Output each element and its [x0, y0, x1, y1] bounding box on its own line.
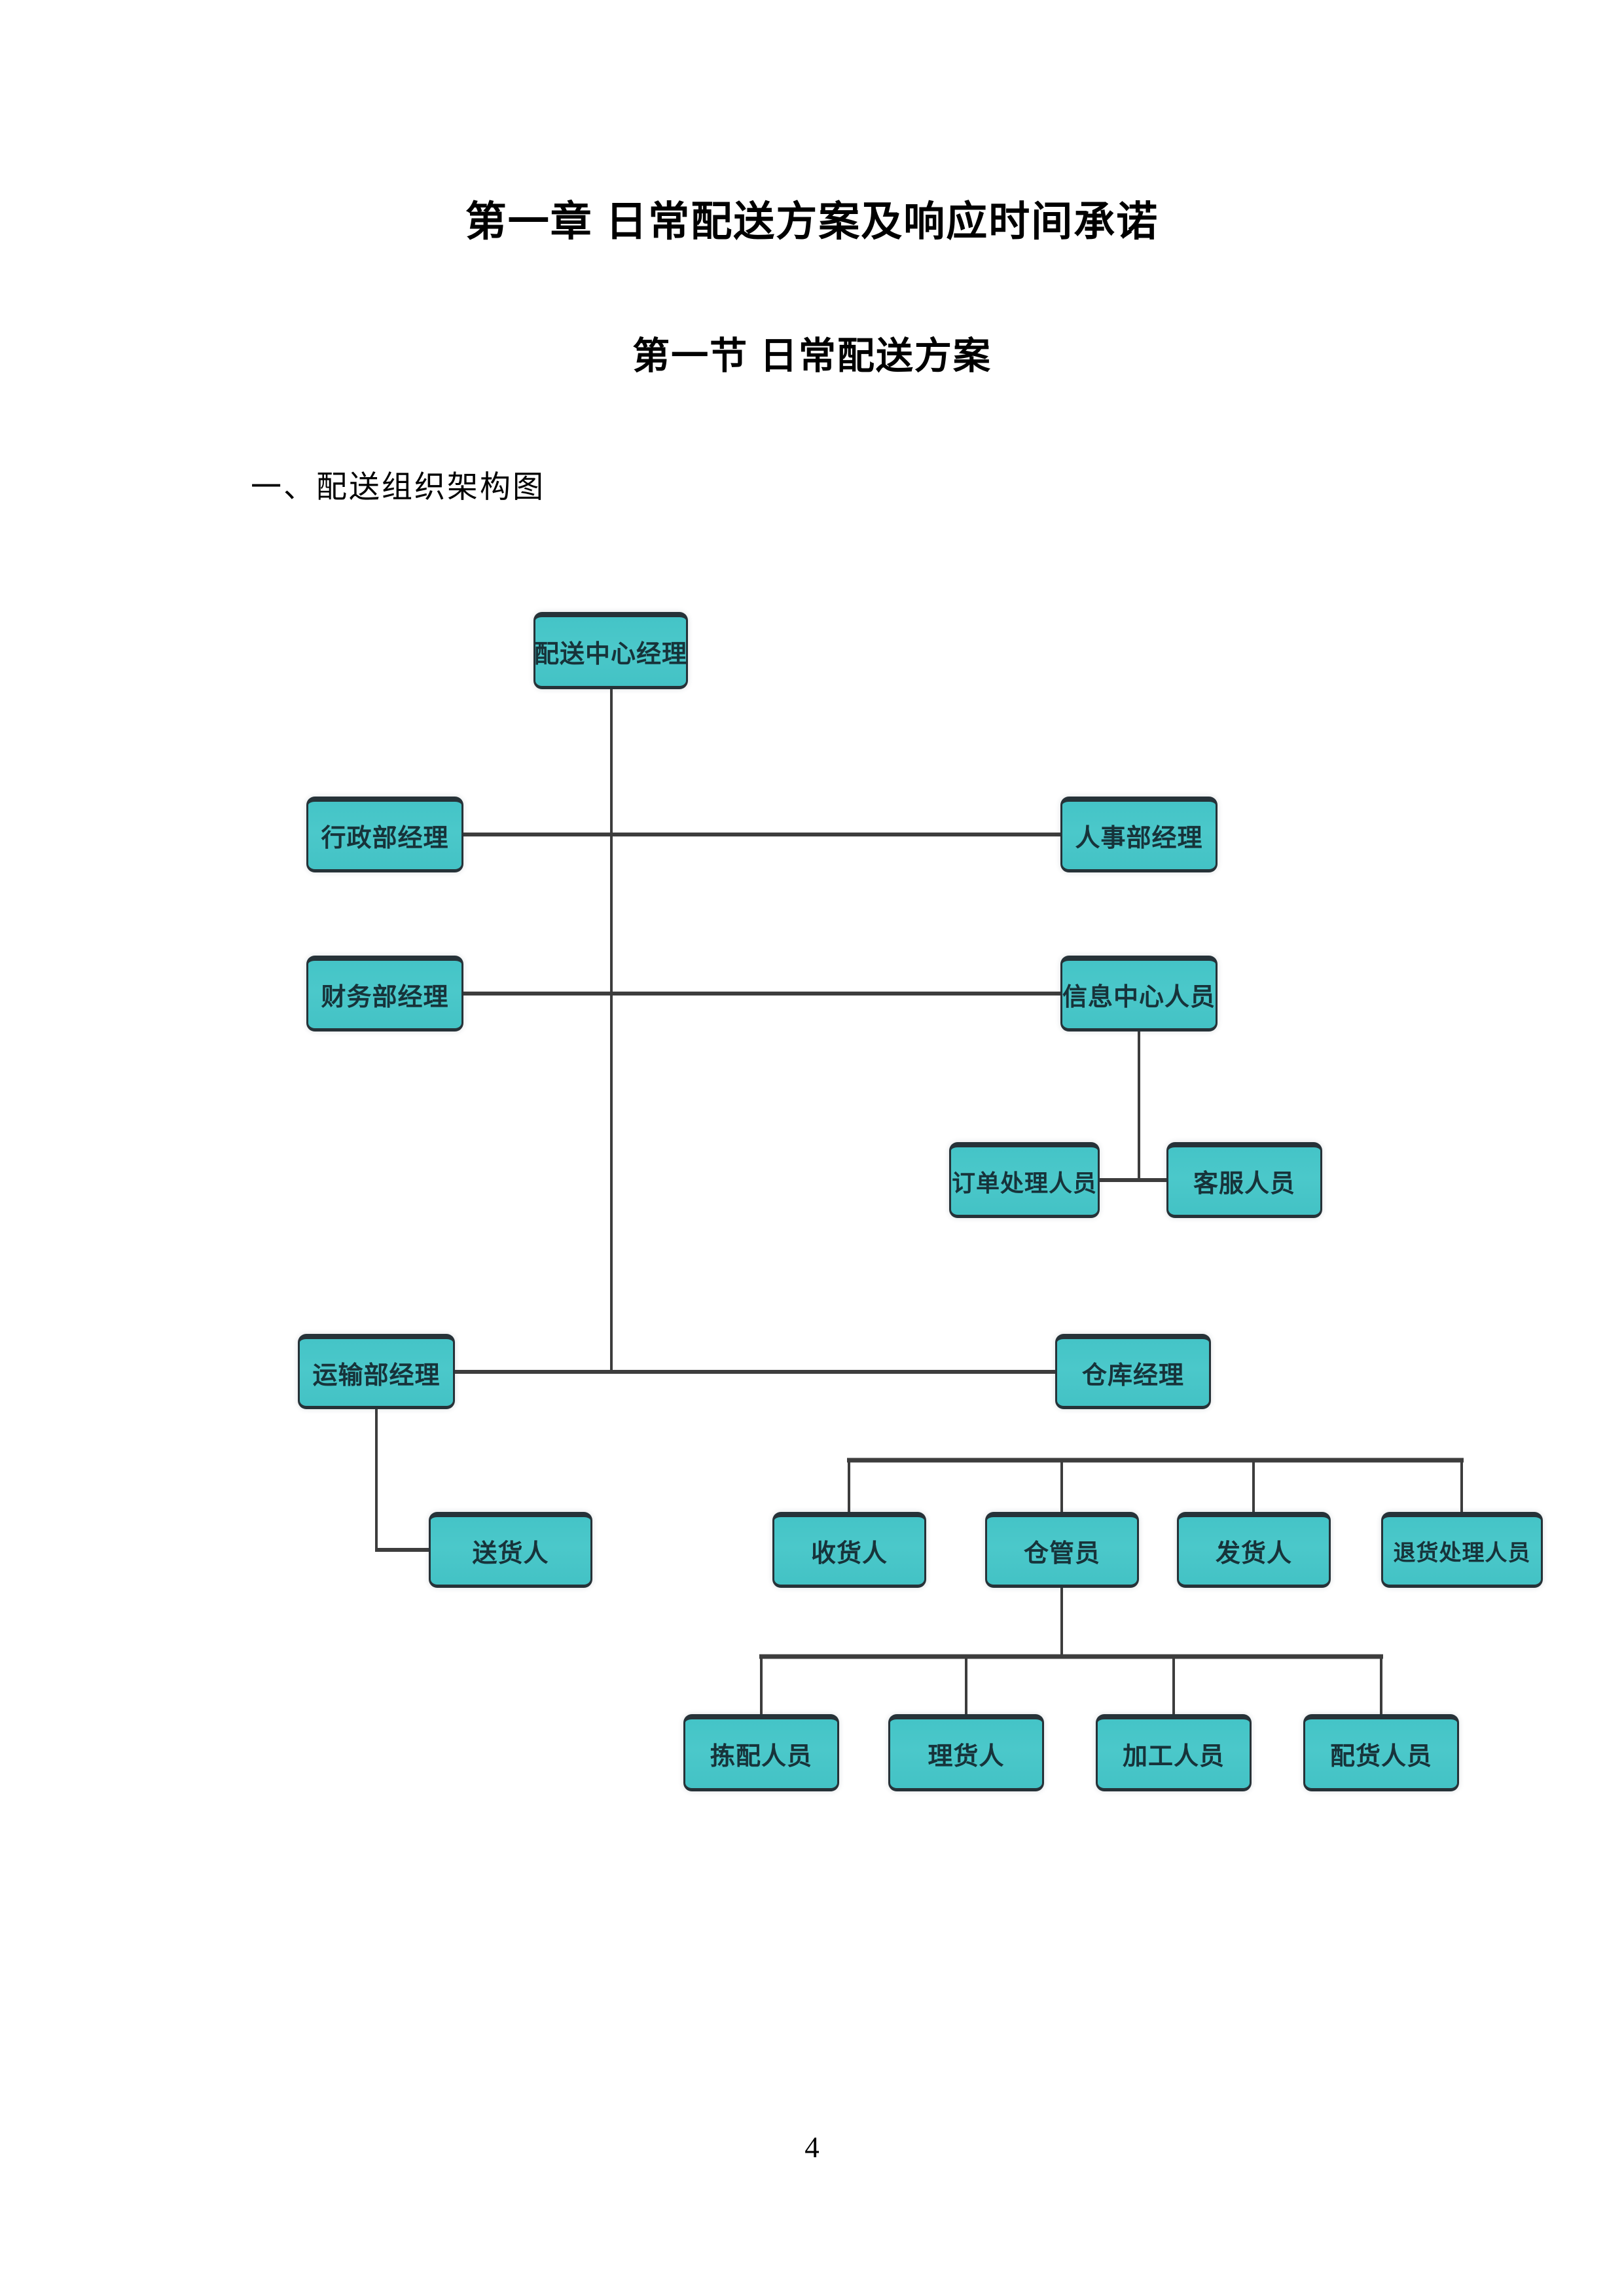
org-node-processing-staff: 加工人员 [1096, 1714, 1252, 1791]
org-node-label: 订单处理人员 [951, 1169, 1097, 1196]
org-node-tally-clerk: 理货人 [888, 1714, 1044, 1791]
connector-lines [375, 687, 1464, 1714]
org-node-label: 拣配人员 [710, 1743, 812, 1770]
org-node-label: 信息中心人员 [1062, 984, 1216, 1011]
org-node-shipper: 发货人 [1177, 1512, 1331, 1588]
org-node-finance-dept-manager: 财务部经理 [306, 956, 463, 1031]
org-node-admin-dept-manager: 行政部经理 [306, 797, 463, 872]
org-node-deliverer: 送货人 [429, 1512, 592, 1588]
org-node-receiver: 收货人 [772, 1512, 926, 1588]
page-number: 4 [804, 2131, 820, 2164]
org-node-info-center-staff: 信息中心人员 [1060, 956, 1218, 1031]
org-node-allocation-staff: 配货人员 [1303, 1714, 1459, 1791]
org-node-label: 仓管员 [1023, 1540, 1100, 1568]
org-node-customer-service-staff: 客服人员 [1166, 1142, 1322, 1218]
figure-heading: 一、配送组织架构图 [251, 471, 545, 505]
org-node-label: 客服人员 [1193, 1170, 1295, 1198]
org-node-label: 送货人 [472, 1540, 549, 1568]
org-node-transport-dept-manager: 运输部经理 [298, 1334, 455, 1409]
org-node-label: 运输部经理 [312, 1361, 441, 1390]
org-node-hr-dept-manager: 人事部经理 [1060, 797, 1218, 872]
org-node-warehouse-manager: 仓库经理 [1055, 1334, 1211, 1409]
org-node-label: 人事部经理 [1075, 825, 1203, 852]
org-node-storekeeper: 仓管员 [985, 1512, 1139, 1588]
chapter-title: 第一章 日常配送方案及响应时间承诺 [465, 199, 1159, 245]
org-node-label: 行政部经理 [321, 825, 449, 852]
org-node-order-processing-staff: 订单处理人员 [949, 1142, 1100, 1218]
org-node-label: 理货人 [928, 1743, 1005, 1770]
org-node-returns-processing-staff: 退货处理人员 [1381, 1512, 1543, 1588]
org-node-label: 财务部经理 [321, 984, 449, 1011]
org-node-label: 退货处理人员 [1393, 1541, 1531, 1566]
org-node-label: 仓库经理 [1081, 1361, 1184, 1390]
org-node-label: 收货人 [810, 1540, 888, 1568]
org-node-distribution-center-manager: 配送中心经理 [533, 612, 688, 689]
org-node-label: 加工人员 [1122, 1743, 1225, 1770]
org-node-label: 配送中心经理 [534, 641, 688, 668]
org-node-label: 发货人 [1215, 1540, 1292, 1568]
org-node-label: 配货人员 [1329, 1743, 1432, 1770]
section-title: 第一节 日常配送方案 [632, 335, 992, 377]
org-node-picking-staff: 拣配人员 [683, 1714, 839, 1791]
